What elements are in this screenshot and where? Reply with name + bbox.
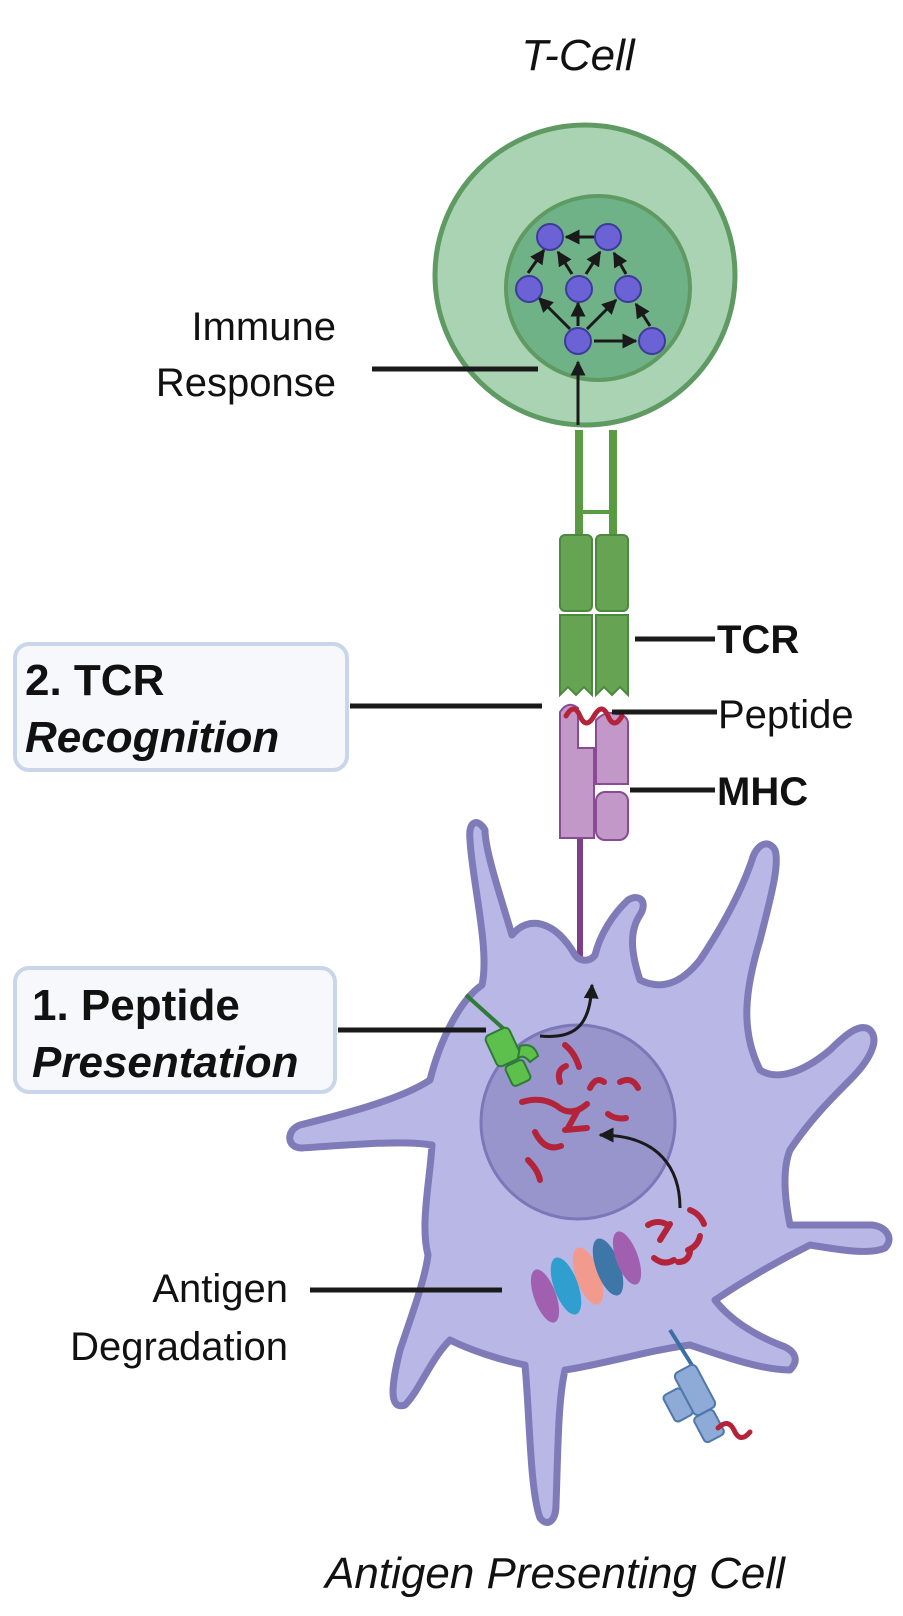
step-1-number-label: 1. Peptide bbox=[32, 981, 240, 1030]
step-1-peptide-presentation: 1. Peptide Presentation bbox=[13, 966, 337, 1094]
peptide-fragments bbox=[519, 1042, 707, 1266]
mhc-complex bbox=[559, 703, 629, 957]
mhc-label: MHC bbox=[717, 770, 808, 814]
immune-response-label-line1: Immune bbox=[192, 305, 337, 349]
antigen-degradation-label-line2: Degradation bbox=[70, 1325, 288, 1369]
step-2-tcr-recognition: 2. TCR Recognition bbox=[13, 642, 349, 772]
tcr-receptor bbox=[559, 430, 629, 698]
step-1-box bbox=[13, 966, 337, 1094]
antigen-degradation-label-line1: Antigen bbox=[152, 1267, 288, 1311]
tcr-label: TCR bbox=[717, 618, 799, 662]
step-2-box bbox=[13, 642, 349, 772]
proteasome-icon bbox=[530, 1231, 642, 1323]
step-2-number-label: 2. TCR bbox=[25, 656, 164, 705]
step-1-sub-label: Presentation bbox=[32, 1038, 299, 1087]
t-cell bbox=[432, 122, 738, 428]
step-2-sub-label: Recognition bbox=[25, 713, 279, 762]
t-cell-title: T-Cell bbox=[521, 31, 636, 80]
import-arrow bbox=[598, 1127, 682, 1209]
apc-title: Antigen Presenting Cell bbox=[322, 1549, 786, 1598]
signaling-network-icon bbox=[515, 223, 666, 425]
peptide-label: Peptide bbox=[718, 693, 854, 737]
immune-response-label-line2: Response bbox=[156, 361, 336, 405]
export-arrow bbox=[539, 983, 599, 1038]
presented-peptide bbox=[563, 706, 625, 726]
mhc-vesicle-receptor bbox=[464, 993, 540, 1087]
mhc-class-receptor-icon bbox=[662, 1328, 753, 1444]
